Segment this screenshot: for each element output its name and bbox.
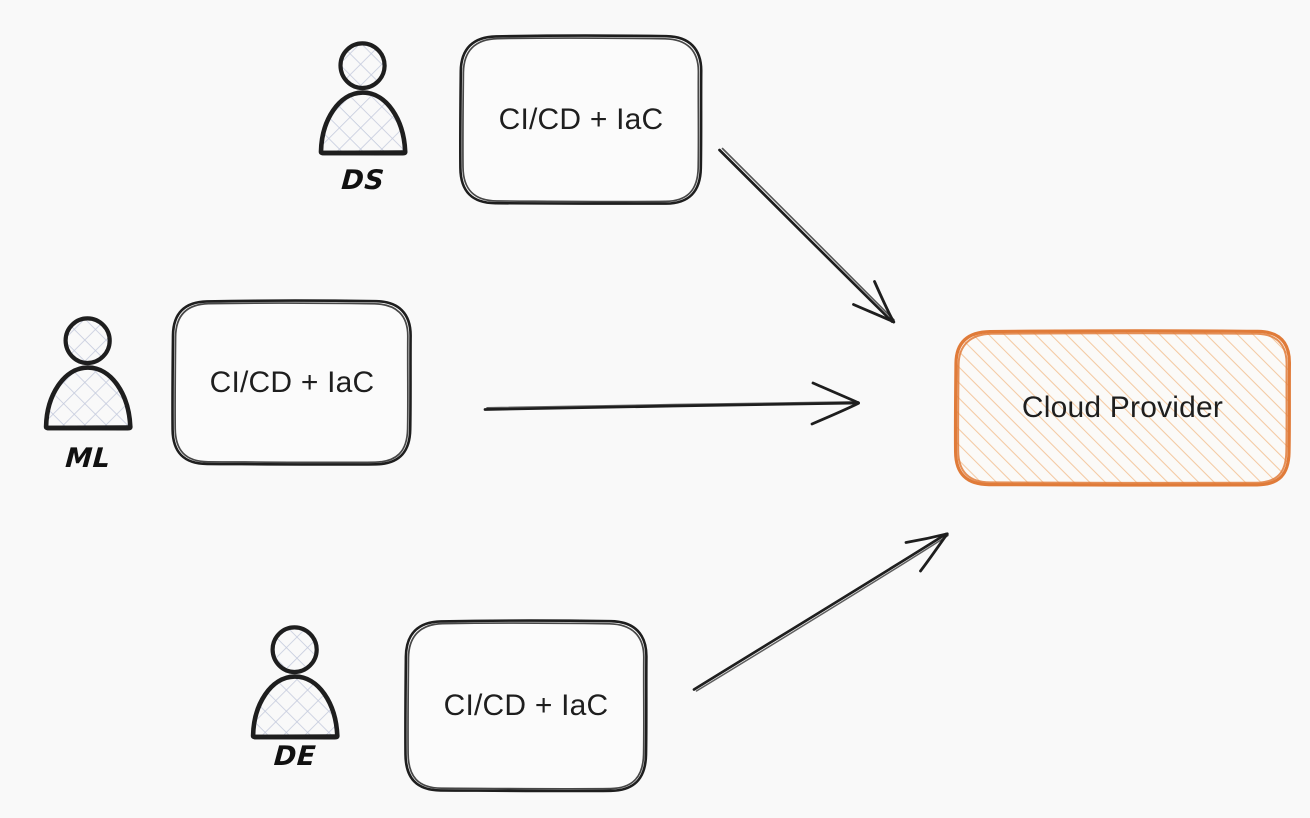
arrow-ds-to-cloud bbox=[718, 147, 896, 324]
pipeline-node-ds[interactable] bbox=[460, 35, 702, 205]
actor-de-person-icon bbox=[250, 625, 340, 740]
pipeline-node-ml-shape[interactable] bbox=[171, 299, 412, 466]
cloud-provider-shape[interactable] bbox=[953, 329, 1292, 487]
arrow-de-to-cloud bbox=[692, 532, 949, 692]
actor-ds-person-icon bbox=[318, 41, 408, 156]
actor-ml[interactable] bbox=[44, 315, 134, 431]
arrow-ml-to-cloud bbox=[483, 381, 860, 426]
pipeline-node-de[interactable] bbox=[405, 620, 647, 792]
pipeline-node-ds-shape[interactable] bbox=[458, 34, 703, 206]
actor-de[interactable] bbox=[251, 624, 341, 740]
actor-ml-person-icon bbox=[43, 316, 133, 431]
pipeline-node-ml[interactable] bbox=[172, 300, 412, 465]
cloud-provider-node[interactable] bbox=[955, 330, 1290, 486]
actor-ds[interactable] bbox=[318, 40, 408, 156]
pipeline-node-de-shape[interactable] bbox=[404, 619, 648, 793]
